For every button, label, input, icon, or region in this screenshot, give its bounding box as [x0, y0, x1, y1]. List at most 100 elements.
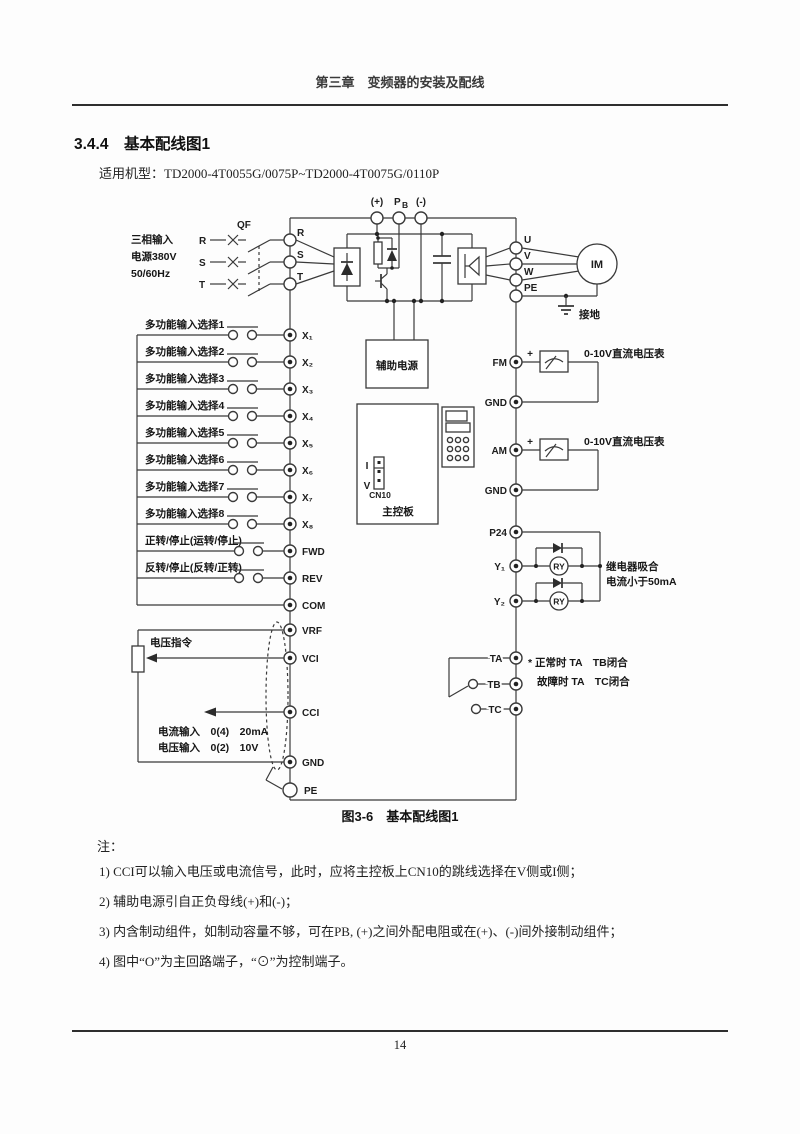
fwd-label: 正转/停止(运转/停止)	[145, 534, 242, 547]
digital-input-row-5: 多功能输入选择5 X₅	[137, 426, 314, 450]
terminal-v-label: V	[524, 251, 531, 262]
main-control-board: I V CN10 主控板	[356, 403, 439, 525]
voltage-cmd-label: 电压指令	[150, 636, 192, 649]
aux-power: 辅助电源	[365, 301, 429, 389]
terminal-x1-label: X₁	[302, 331, 313, 342]
fault-note-1: * 正常时 TA TB闭合	[528, 656, 628, 669]
terminal-vci-label: VCI	[302, 654, 319, 665]
digital-input-row-3: 多功能输入选择3 X₃	[137, 372, 314, 396]
digital-inputs: 多功能输入选择1 X₁ 多功能输入选择2 X₂ 多功能输入选择3 X₃ 多功能输…	[136, 318, 325, 612]
di-label-4: 多功能输入选择4	[145, 399, 224, 412]
terminal-am-label: AM	[491, 446, 507, 457]
terminal-x4-label: X₄	[302, 412, 314, 423]
brake-igbt	[375, 268, 388, 301]
ry1-label: RY	[553, 562, 565, 572]
terminal-tb-label: TB	[487, 680, 500, 691]
terminal-ta-label: TA	[490, 654, 503, 665]
keypad-display-2	[445, 422, 471, 433]
fm-plus-label: +	[527, 349, 533, 360]
motor	[576, 243, 618, 285]
tb-contact	[467, 678, 479, 690]
di-label-2: 多功能输入选择2	[145, 345, 224, 358]
figure-caption: 图3-6 基本配线图1	[341, 809, 459, 824]
terminal-t	[283, 277, 297, 291]
plus-terminal-label: (+)	[371, 197, 384, 208]
terminal-x3-label: X₃	[302, 385, 314, 396]
cn10-label: CN10	[369, 490, 391, 500]
rev-label: 反转/停止(反转/正转)	[145, 561, 242, 574]
phase-t-label: T	[199, 280, 205, 291]
pb-terminal-sub: B	[402, 200, 408, 210]
junction-dots	[374, 231, 445, 304]
fault-note-2: 故障时 TA TC闭合	[537, 675, 630, 688]
terminal-pe-out	[509, 289, 523, 303]
fwd-row: 正转/停止(运转/停止) FWD	[137, 534, 325, 558]
digital-input-row-2: 多功能输入选择2 X₂	[137, 345, 313, 369]
relay-note-1: 继电器吸合	[606, 560, 659, 573]
notes-label: 注：	[97, 839, 124, 854]
terminal-x6-label: X₆	[302, 466, 313, 477]
terminal-pe-out-label: PE	[524, 283, 538, 294]
terminal-minus	[414, 211, 428, 225]
source-label-2: 电源380V	[131, 250, 177, 263]
brake-circuit	[373, 234, 399, 301]
di-label-8: 多功能输入选择8	[145, 507, 224, 520]
main-board-label: 主控板	[382, 505, 414, 518]
models-value: TD2000-4T0055G/0075P~TD2000-4T0075G/0110…	[164, 166, 440, 181]
terminal-v	[509, 257, 523, 271]
note-3: 3) 内含制动组件，如制动容量不够，可在PB, (+)之间外配电阻或在(+)、(…	[99, 924, 623, 939]
di-label-7: 多功能输入选择7	[145, 480, 224, 493]
fm-meter-circuit: + 0-10V直流电压表 FM GND	[485, 347, 665, 409]
terminal-rev-label: REV	[302, 574, 323, 585]
brake-diode	[387, 250, 397, 261]
brake-resistor	[373, 241, 383, 265]
terminal-fwd-label: FWD	[302, 547, 325, 558]
am-plus-label: +	[527, 437, 533, 448]
relay-note-2: 电流小于50mA	[606, 575, 677, 588]
jumper-i-label: I	[366, 461, 369, 472]
terminal-x8-label: X₈	[302, 520, 314, 531]
three-phase-input: 三相输入 电源380V 50/60Hz QF R S T R S T	[131, 220, 335, 297]
motor-label: IM	[591, 259, 603, 271]
fm-voltmeter	[539, 350, 569, 373]
terminal-u-label: U	[524, 235, 531, 246]
terminal-p24-label: P24	[489, 528, 507, 539]
vci-arrow	[146, 653, 157, 663]
analog-inputs: 电压指令 电流输入 0(4) 20mA 电压输入 0(2) 10V VRF VC…	[131, 621, 324, 798]
footer-rule	[72, 1030, 728, 1032]
digital-input-row-7: 多功能输入选择7 X₇	[137, 480, 313, 504]
terminal-plus	[370, 211, 384, 225]
terminal-pb	[392, 211, 406, 225]
aux-power-label: 辅助电源	[376, 359, 418, 372]
header-rule	[72, 104, 728, 106]
phase-r-label: R	[199, 236, 207, 247]
terminal-r-label: R	[297, 228, 305, 239]
models-label: 适用机型：	[99, 166, 165, 181]
terminal-gnd2-label: GND	[485, 486, 507, 497]
jumper-v-label: V	[364, 481, 371, 492]
terminal-w-label: W	[524, 267, 534, 278]
ground-symbol	[558, 293, 574, 315]
source-label-3: 50/60Hz	[131, 268, 170, 280]
am-meter-label: 0-10V直流电压表	[584, 435, 665, 448]
output-section: U V W PE IM 接地	[509, 235, 618, 321]
ry2-label: RY	[553, 597, 565, 607]
keypad	[441, 406, 475, 468]
breaker-label: QF	[237, 220, 251, 231]
terminal-vrf-label: VRF	[302, 626, 322, 637]
di-label-6: 多功能输入选择6	[145, 453, 224, 466]
note-4: 4) 图中“O”为主回路端子，“⊙”为控制端子。	[99, 954, 354, 969]
di-label-5: 多功能输入选择5	[145, 426, 224, 439]
terminal-fm-label: FM	[493, 358, 507, 369]
phase-s-label: S	[199, 258, 206, 269]
terminal-gnd-label: GND	[302, 758, 324, 769]
keypad-display	[445, 410, 468, 422]
terminal-x7-label: X₇	[302, 493, 313, 504]
rectifier-module	[333, 234, 361, 301]
digital-input-row-8: 多功能输入选择8 X₈	[137, 507, 314, 531]
digital-input-row-1: 多功能输入选择1 X₁	[137, 318, 313, 342]
com-row: COM	[137, 598, 325, 612]
terminal-s-label: S	[297, 250, 304, 261]
terminal-cci-label: CCI	[302, 708, 319, 719]
fm-meter-label: 0-10V直流电压表	[584, 347, 665, 360]
